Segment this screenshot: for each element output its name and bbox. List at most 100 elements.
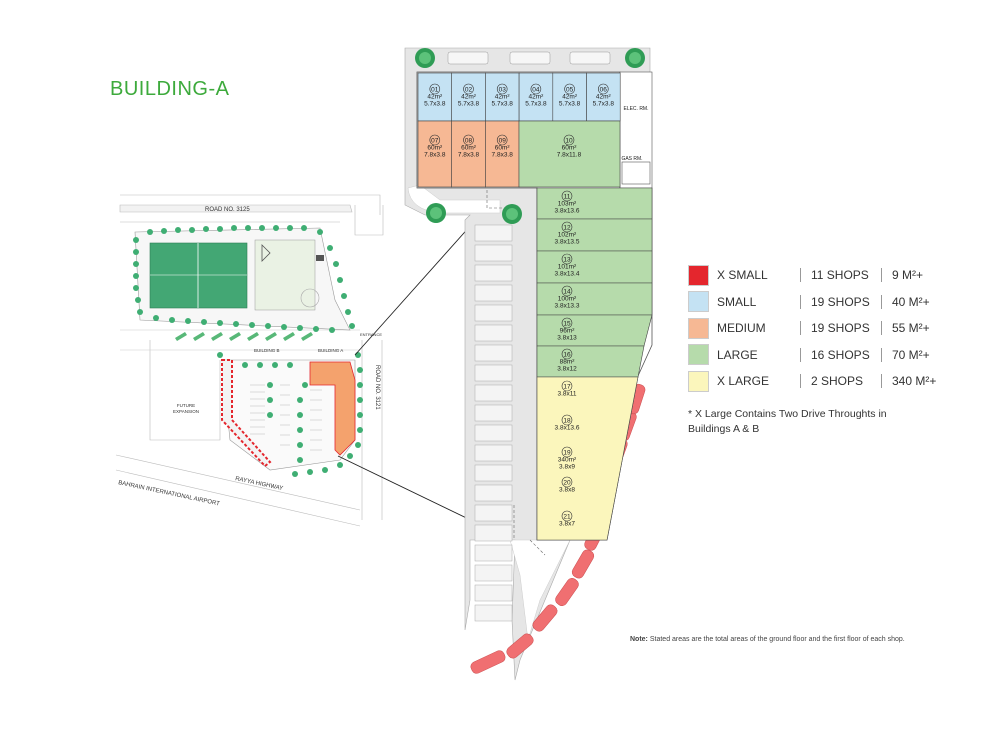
shop-number-circle — [496, 134, 508, 146]
entrance-label: ENTRANCE — [360, 332, 382, 337]
shop-unit-shape — [536, 282, 653, 316]
shop-unit-shape — [552, 72, 587, 122]
building-b-label: BUILDING B — [254, 348, 280, 353]
shop-number-circle — [564, 83, 575, 95]
shop-unit-shape — [451, 72, 486, 122]
shop-number: 01 — [431, 87, 439, 94]
shop-dimensions: 3.8x13.3 — [555, 303, 580, 310]
shop-unit-xlarge: 183.8x13.6 — [555, 414, 580, 432]
legend-swatch — [688, 344, 709, 366]
shop-area: 96m² — [560, 328, 576, 335]
shop-number-circle — [463, 134, 474, 146]
shop-number: 10 — [565, 138, 573, 145]
shop-number-circle — [561, 348, 573, 360]
shop-number: 19 — [563, 450, 571, 457]
shop-unit-shape — [536, 376, 639, 541]
shop-area: 42m² — [427, 94, 443, 101]
legend-shops: 11 SHOPS — [800, 268, 881, 283]
shop-unit-xlarge: 203.8x8 — [559, 476, 575, 494]
legend-row-small: SMALL 19 SHOPS 40 M²+ — [688, 289, 958, 316]
legend-area: 9 M²+ — [881, 268, 923, 283]
shop-unit-shape — [518, 120, 621, 188]
shop-area: 60m² — [495, 145, 511, 152]
legend-shops: 19 SHOPS — [800, 321, 881, 336]
elec-room-label: ELEC. RM. — [623, 106, 648, 112]
shop-unit-xlarge: 213.8x7 — [559, 510, 575, 528]
legend: X SMALL 11 SHOPS 9 M²+ SMALL 19 SHOPS 40… — [688, 262, 958, 395]
shop-unit-shape — [417, 120, 453, 188]
shop-number: 06 — [600, 87, 608, 94]
shop-unit-shape — [536, 314, 653, 347]
shop-dimensions: 3.8x11 — [557, 391, 576, 398]
footnote: Note: Stated areas are the total areas o… — [630, 636, 905, 643]
shop-area: 42m² — [495, 94, 511, 101]
shop-number-circle — [561, 510, 573, 522]
shop-number: 12 — [563, 225, 571, 232]
legend-name: SMALL — [717, 294, 757, 309]
legend-swatch — [688, 291, 709, 313]
shop-dimensions: 7.8x3.8 — [458, 152, 480, 159]
shop-dimensions: 3.8x13.5 — [555, 239, 580, 246]
shop-number-circle — [429, 83, 441, 95]
footnote-text: Stated areas are the total areas of the … — [649, 636, 905, 643]
shop-area: 88m² — [560, 359, 576, 366]
shop-number-circle — [561, 380, 573, 392]
shop-area: 102m² — [558, 232, 577, 239]
shop-area: 101m² — [558, 264, 577, 271]
shop-number: 11 — [564, 194, 571, 201]
shop-area: 42m² — [528, 94, 544, 101]
shop-dimensions: 5.7x3.8 — [458, 101, 480, 108]
shop-unit-shape — [536, 218, 653, 252]
footnote-label: Note: — [630, 636, 648, 643]
shop-number-circle — [561, 221, 573, 233]
legend-row-large: LARGE 16 SHOPS 70 M²+ — [688, 342, 958, 369]
shop-dimensions: 3.8x13.6 — [555, 425, 580, 432]
shop-area: 340m² — [558, 457, 577, 464]
shop-unit-xlarge: 173.8x11 — [557, 380, 577, 398]
shop-area: 42m² — [596, 94, 612, 101]
future-label-1: FUTURE — [177, 403, 195, 408]
shop-unit-xlarge-block — [536, 376, 639, 541]
legend-area: 40 M²+ — [881, 294, 930, 309]
shop-number-circle — [561, 414, 573, 426]
shops-layer: 0142m²5.7x3.80242m²5.7x3.80342m²5.7x3.80… — [417, 72, 653, 541]
airport-label: BAHRAIN INTERNATIONAL AIRPORT — [118, 480, 221, 507]
legend-shops: 16 SHOPS — [800, 347, 881, 362]
road-right-label: ROAD NO. 3121 — [374, 365, 380, 410]
shop-number: 07 — [431, 138, 439, 145]
shop-number: 14 — [563, 289, 571, 296]
shop-unit-shape — [417, 72, 453, 122]
legend-name: X SMALL — [717, 268, 768, 283]
shop-area: 60m² — [461, 145, 477, 152]
shop-number-circle — [561, 285, 573, 297]
shop-number-circle — [496, 83, 508, 95]
shop-number: 17 — [563, 384, 571, 391]
shop-number: 13 — [563, 257, 571, 264]
shop-number: 04 — [532, 87, 540, 94]
shop-dimensions: 3.8x12 — [557, 366, 577, 373]
shop-number: 21 — [563, 514, 571, 521]
shop-number-circle — [463, 83, 474, 95]
legend-swatch — [688, 370, 709, 392]
shop-dimensions: 7.8x3.8 — [424, 152, 446, 159]
site-map: ROAD NO. 3125 ROAD NO. 3121 RAYYA HIGHWA… — [115, 194, 513, 541]
legend-swatch — [688, 317, 709, 339]
legend-name: X LARGE — [717, 374, 770, 389]
shop-number-circle — [561, 317, 573, 329]
shop-area: 42m² — [461, 94, 477, 101]
legend-note: * X Large Contains Two Drive Throughts i… — [688, 408, 887, 435]
shop-dimensions: 5.7x3.8 — [525, 101, 547, 108]
shop-number-circle — [561, 476, 573, 488]
